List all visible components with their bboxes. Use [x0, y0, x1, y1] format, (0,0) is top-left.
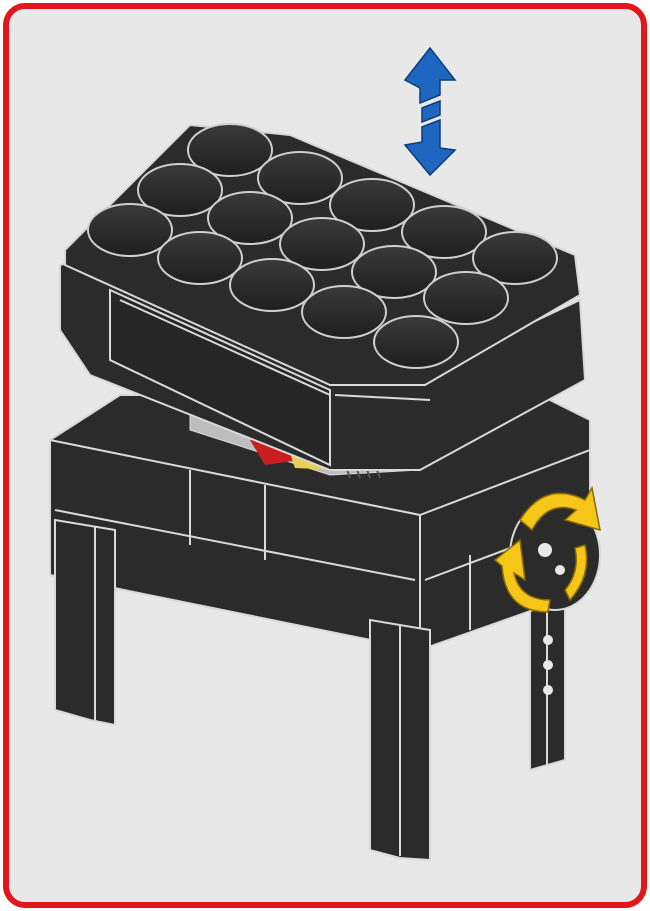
back-leg-right — [530, 590, 565, 770]
front-leg-right — [370, 620, 430, 860]
up-down-arrow-icon — [405, 48, 455, 175]
front-leg-left — [55, 520, 115, 725]
